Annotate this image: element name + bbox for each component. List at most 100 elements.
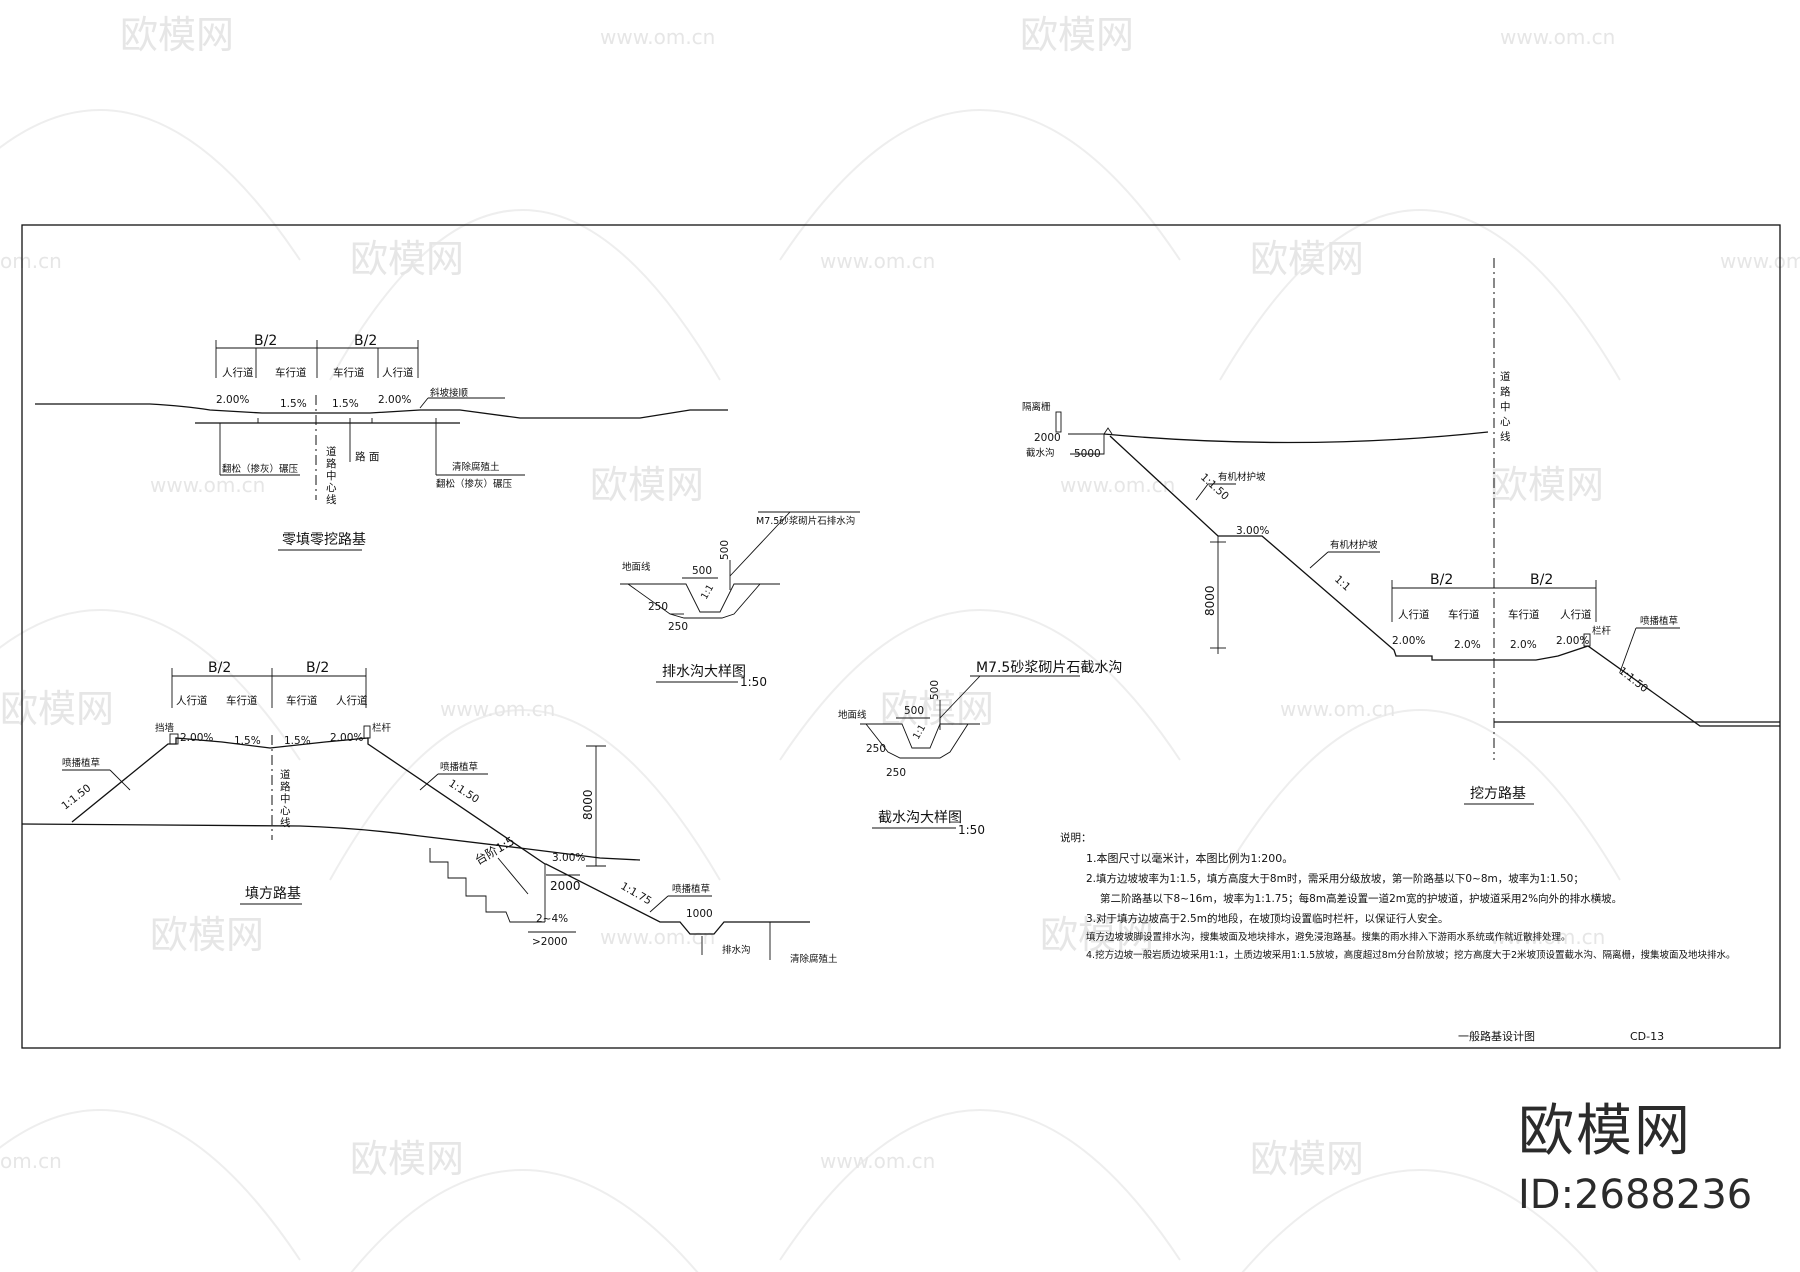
clear-topsoil-note: 清除腐殖土: [790, 953, 838, 965]
lane-label: 人行道: [176, 694, 208, 707]
detail-title: 截水沟大样图: [878, 810, 962, 826]
brand-logo-text: 欧模网: [1518, 1099, 1692, 1164]
note-line: 1.本图尺寸以毫米计，本图比例为1:200。: [1086, 851, 1293, 865]
zero-fill-section: B/2 B/2 人行道 车行道 车行道 人行道 2.00% 1.5% 1.5% …: [35, 333, 728, 551]
watermark-logo: 欧模网: [1040, 913, 1154, 957]
lane-label: 车行道: [286, 694, 318, 707]
intercept-ditch-note: 截水沟: [1026, 447, 1055, 459]
berm-slope: 3.00%: [552, 852, 585, 864]
ratio-label: 1:1: [699, 583, 716, 602]
slope-label: 2.00%: [216, 394, 249, 406]
slope-protection-note: 有机材护坡: [1218, 471, 1266, 483]
watermark-logo: 欧模网: [1020, 13, 1134, 57]
drawing-number: CD-13: [1630, 1030, 1664, 1043]
lane-label: 人行道: [1560, 608, 1592, 621]
slope-label: 1.5%: [284, 735, 311, 747]
drawing-name: 一般路基设计图: [1458, 1030, 1535, 1043]
slope-ratio: 1:1: [1332, 573, 1353, 593]
lane-label: 人行道: [382, 366, 414, 379]
half-width-label: B/2: [354, 333, 377, 349]
watermark-logo: 欧模网: [350, 237, 464, 281]
general-notes: 说明： 1.本图尺寸以毫米计，本图比例为1:200。 2.填方边坡坡率为1:1.…: [1060, 831, 1736, 961]
mortar-grade: M7.5砂浆砌片石截水沟: [976, 660, 1122, 676]
watermark-logo: 欧模网: [0, 687, 114, 731]
lane-label: 车行道: [1448, 608, 1480, 621]
side-slope-note: 斜坡接顺: [430, 387, 469, 399]
note-line: 填方边坡坡脚设置排水沟，搜集坡面及地块排水，避免浸泡路基。搜集的雨水排入下游雨水…: [1086, 931, 1571, 943]
railing-note: 栏杆: [1592, 625, 1612, 637]
railing-note: 栏杆: [372, 722, 392, 734]
section-title: 挖方路基: [1470, 785, 1526, 802]
watermark-url: om.cn: [0, 1149, 62, 1173]
berm-width: 2000: [550, 879, 581, 893]
lane-label: 车行道: [226, 694, 258, 707]
half-width-label: B/2: [1430, 572, 1453, 588]
center-line-char: 道: [326, 445, 337, 458]
model-id: ID:2688236: [1518, 1172, 1752, 1218]
half-width-label: B/2: [254, 333, 277, 349]
note-line: 2.填方边坡坡率为1:1.5，填方高度大于8m时，需采用分级放坡，第一阶路基以下…: [1086, 872, 1584, 885]
detail-scale: 1:50: [740, 675, 767, 689]
fence-dimension: 2000: [1034, 432, 1061, 444]
step-width: >2000: [532, 936, 568, 948]
center-line-char: 路: [326, 457, 337, 470]
section-title: 零填零挖路基: [282, 531, 366, 548]
ground-line-note: 地面线: [838, 709, 867, 721]
watermark-logo: 欧模网: [120, 13, 234, 57]
slope-label: 2.00%: [378, 394, 411, 406]
dimension: 250: [886, 767, 906, 779]
pavement-note: 路 面: [355, 450, 379, 463]
center-line-char: 中: [280, 792, 291, 805]
lane-label: 车行道: [333, 366, 365, 379]
center-line-char: 路: [1500, 385, 1511, 398]
lane-label: 人行道: [1398, 608, 1430, 621]
center-line-char: 心: [1500, 416, 1511, 428]
retaining-wall-note: 挡墙: [155, 722, 175, 734]
intercept-dimension: 5000: [1074, 448, 1101, 460]
half-width-label: B/2: [1530, 572, 1553, 588]
subgrade-note: 翻松（掺灰）碾压: [222, 463, 299, 475]
slope-ratio: 1:1.50: [59, 782, 93, 812]
detail-scale: 1:50: [958, 823, 985, 837]
watermark-url: www.om.cn: [440, 697, 555, 721]
lane-label: 人行道: [336, 694, 368, 707]
watermark-layer: 欧模网 欧模网 www.om.cn www.om.cn 欧模网 欧模网 www.…: [0, 13, 1800, 1272]
watermark-url: www.om.cn: [1490, 925, 1605, 949]
lane-label: 人行道: [222, 366, 254, 379]
watermark-url: www.om.cn: [1720, 249, 1800, 273]
center-line-char: 中: [1500, 400, 1511, 413]
center-line-char: 线: [1500, 430, 1511, 443]
dimension: 500: [929, 680, 941, 700]
slope-protection-note: 有机材护坡: [1330, 539, 1378, 551]
drain-detail: M7.5砂浆砌片石排水沟 地面线 500 500 250 250 1:1 排水沟…: [620, 511, 860, 689]
watermark-url: www.om.cn: [820, 249, 935, 273]
center-line-char: 路: [280, 780, 291, 793]
watermark-url: www.om.cn: [1060, 473, 1175, 497]
height-dimension: 8000: [581, 789, 595, 820]
fence-note: 隔离栅: [1022, 401, 1051, 413]
watermark-url: om.cn: [0, 249, 62, 273]
fill-section: B/2 B/2 人行道 车行道 车行道 人行道 8000 3.00% 2000 …: [21, 660, 838, 965]
grass-note: 喷播植草: [672, 883, 710, 895]
watermark-logo: 欧模网: [1250, 1137, 1364, 1181]
subgrade-note: 清除腐殖土: [452, 461, 500, 473]
ditch-note: 排水沟: [722, 944, 751, 956]
sheet-frame: [21, 224, 1781, 1049]
note-line: 4.挖方边坡一般岩质边坡采用1:1，土质边坡采用1:1.5放坡，高度超过8m分台…: [1086, 949, 1736, 961]
lane-label: 车行道: [1508, 608, 1540, 621]
dimension: 250: [668, 621, 688, 633]
intercept-detail: M7.5砂浆砌片石截水沟 地面线 500 500 250 250 1:1 截水沟…: [838, 660, 1122, 837]
detail-title: 排水沟大样图: [662, 664, 746, 680]
half-width-label: B/2: [306, 660, 329, 676]
cut-section: 道 路 中 心 线 8000 3.00% 1:1.50 1:1 1:1.50 有…: [1022, 258, 1780, 805]
dimension: 500: [719, 540, 731, 560]
notes-heading: 说明：: [1060, 831, 1092, 844]
grass-note: 喷播植草: [62, 757, 100, 769]
slope-label: 2.00%: [1392, 635, 1425, 647]
watermark-url: www.om.cn: [600, 925, 715, 949]
note-line: 第二阶路基以下8~16m，坡率为1:1.75；每8m高差设置一道2m宽的护坡道，…: [1100, 892, 1622, 905]
note-line: 3.对于填方边坡高于2.5m的地段，在坡顶均设置临时栏杆，以保证行人安全。: [1086, 912, 1448, 925]
step-note: 台阶1:5: [472, 833, 517, 868]
watermark-logo: 欧模网: [1250, 237, 1364, 281]
center-line-char: 道: [280, 768, 291, 781]
